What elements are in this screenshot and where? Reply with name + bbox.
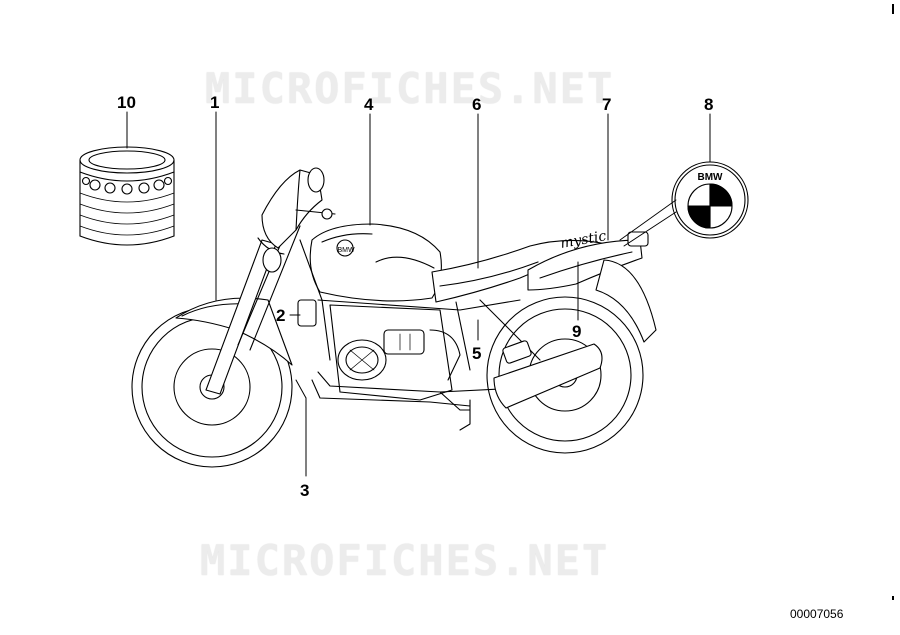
diagram-number: 00007056 [790, 607, 844, 621]
callout-4[interactable]: 4 [364, 95, 374, 114]
callout-9[interactable]: 9 [572, 322, 582, 341]
callout-7[interactable]: 7 [602, 95, 612, 114]
paint-roll-illustration [79, 146, 175, 246]
callout-2[interactable]: 2 [276, 306, 286, 325]
rear-wheel [486, 296, 644, 454]
callout-1[interactable]: 1 [210, 93, 220, 112]
leader-lines [126, 111, 711, 477]
callout-5[interactable]: 5 [472, 344, 482, 363]
callout-10[interactable]: 10 [117, 93, 136, 112]
watermark-bottom: MICROFICHES.NET [200, 536, 610, 585]
emblem-text: BMW [698, 172, 724, 183]
edge-mark-top [892, 4, 894, 14]
edge-mark-bottom [892, 596, 894, 600]
bmw-emblem-drawing [619, 161, 749, 247]
side-cover-script: mystic [559, 228, 608, 252]
watermark-top: MICROFICHES.NET [205, 64, 615, 113]
callout-3[interactable]: 3 [300, 481, 310, 500]
callout-8[interactable]: 8 [704, 95, 714, 114]
tank-badge-text: BMW [337, 247, 355, 254]
callout-6[interactable]: 6 [472, 95, 482, 114]
